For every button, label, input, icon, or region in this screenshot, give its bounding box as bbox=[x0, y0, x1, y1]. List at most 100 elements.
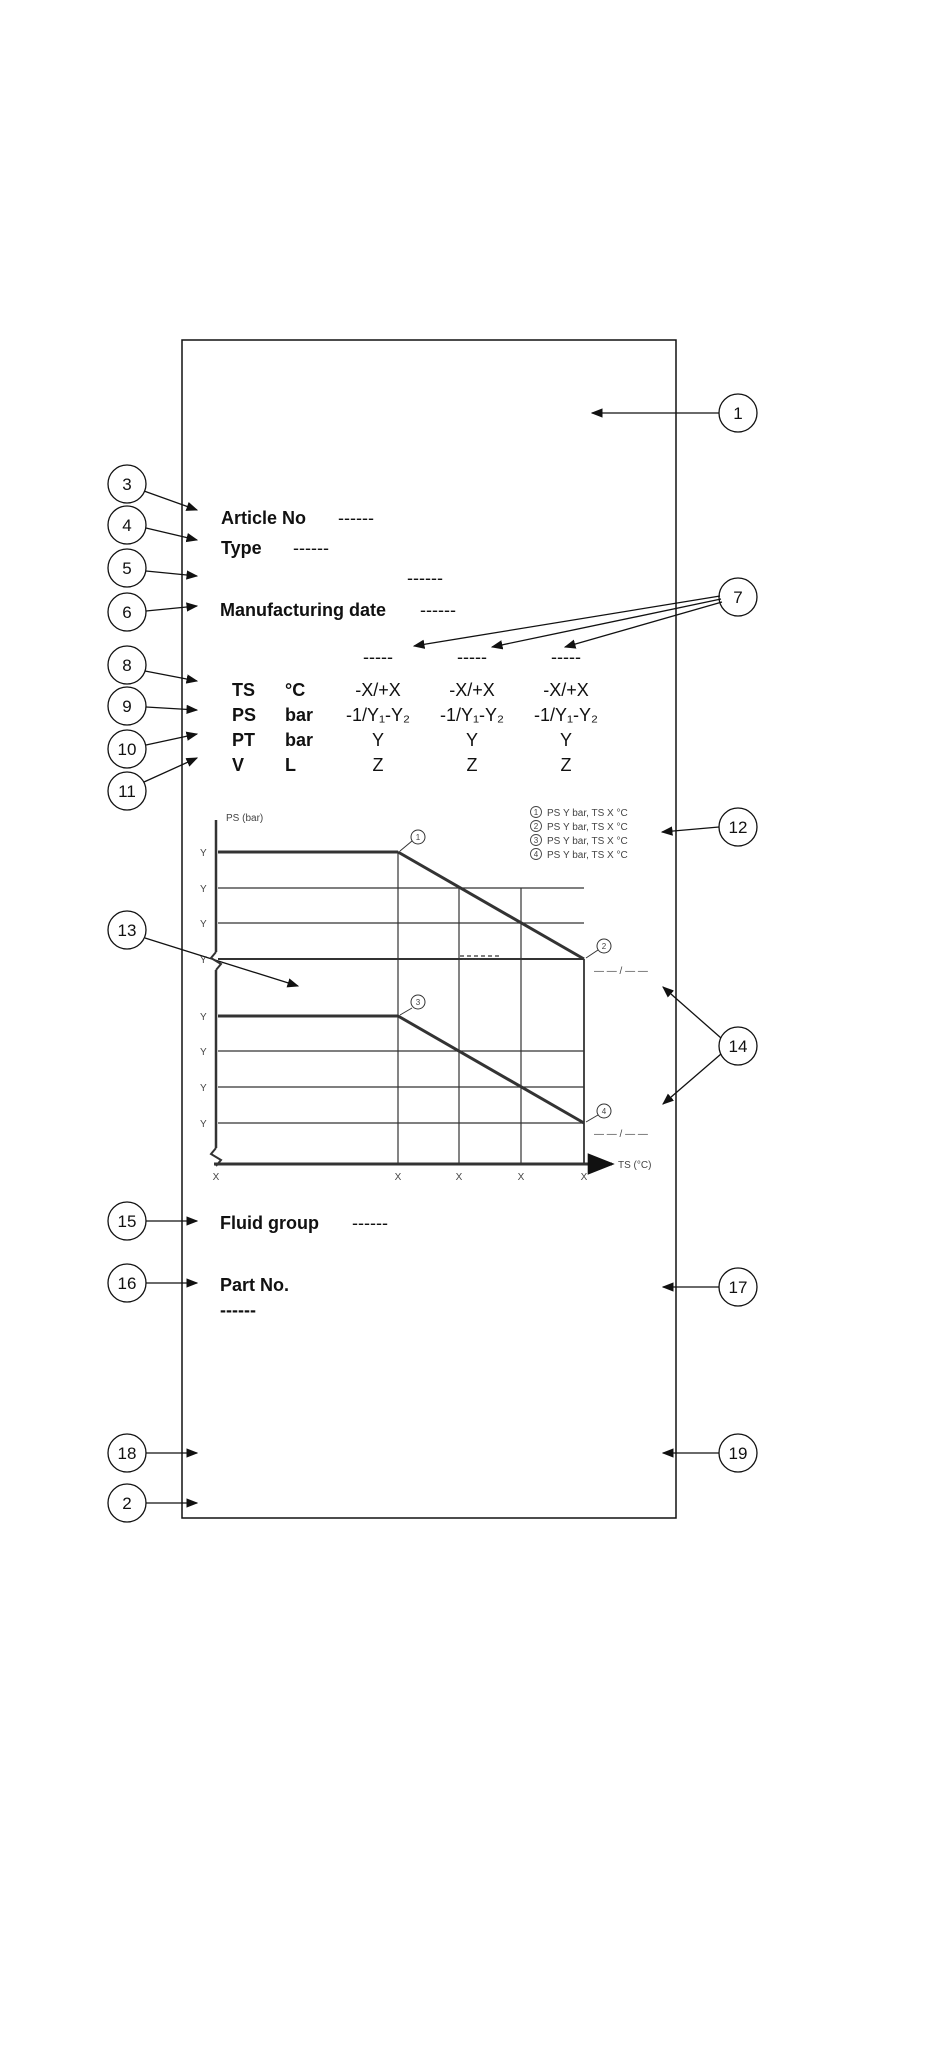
x-tick-label: X bbox=[518, 1172, 525, 1183]
point-marker bbox=[596, 938, 612, 954]
dash-label-lower: — — / — — bbox=[594, 1129, 648, 1140]
article-no-value: ------ bbox=[338, 508, 374, 528]
svg-text:16: 16 bbox=[118, 1274, 137, 1293]
nameplate-border bbox=[181, 339, 677, 1519]
legend-item: 3 PS Y bar, TS X °C bbox=[530, 834, 628, 847]
callout-10: 10 bbox=[107, 729, 199, 769]
svg-text:10: 10 bbox=[118, 740, 137, 759]
column-header: ----- bbox=[551, 647, 581, 667]
legend-item: 1 PS Y bar, TS X °C bbox=[530, 806, 628, 819]
chart-legend: 1 PS Y bar, TS X °C 2 PS Y bar, TS X °C … bbox=[530, 806, 628, 861]
callout-4: 4 bbox=[107, 505, 199, 545]
table-cell: Z bbox=[467, 755, 478, 775]
callout-11: 11 bbox=[107, 757, 199, 811]
y-tick-label: Y bbox=[200, 1083, 207, 1094]
table-cell: Y bbox=[466, 730, 478, 750]
svg-text:1: 1 bbox=[534, 808, 539, 817]
svg-text:PS Y bar, TS X °C: PS Y bar, TS X °C bbox=[547, 808, 628, 819]
svg-text:18: 18 bbox=[118, 1444, 137, 1463]
svg-text:PS Y bar, TS X °C: PS Y bar, TS X °C bbox=[547, 822, 628, 833]
row-param: V bbox=[232, 755, 244, 775]
svg-text:5: 5 bbox=[122, 559, 131, 578]
callout-5: 5 bbox=[107, 548, 199, 588]
callout-6: 6 bbox=[107, 592, 199, 632]
table-cell: -1/Y₁-Y₂ bbox=[534, 705, 598, 725]
x-tick-label: X bbox=[395, 1172, 402, 1183]
point-marker bbox=[596, 1103, 612, 1119]
fluid-group-label: Fluid group bbox=[220, 1213, 319, 1233]
row-param: PT bbox=[232, 730, 255, 750]
table-cell: Y bbox=[560, 730, 572, 750]
svg-text:12: 12 bbox=[729, 818, 748, 837]
row-unit: °C bbox=[285, 680, 305, 700]
callout-19: 19 bbox=[661, 1433, 758, 1473]
x-axis-label: TS (°C) bbox=[618, 1160, 651, 1171]
point-label: 4 bbox=[602, 1107, 607, 1116]
row-param: TS bbox=[232, 680, 255, 700]
row-unit: bar bbox=[285, 730, 313, 750]
manufacturing-date-value: ------ bbox=[420, 600, 456, 620]
callout-17: 17 bbox=[661, 1267, 758, 1307]
y-tick-label: Y bbox=[200, 919, 207, 930]
point-marker bbox=[410, 994, 426, 1010]
svg-text:2: 2 bbox=[122, 1494, 131, 1513]
y-tick-label: Y bbox=[200, 1119, 207, 1130]
row-unit: bar bbox=[285, 705, 313, 725]
svg-text:9: 9 bbox=[122, 697, 131, 716]
point-label: 1 bbox=[416, 833, 421, 842]
ratings-table: ----- ----- ----- TS °C -X/+X -X/+X -X/+… bbox=[232, 647, 598, 775]
svg-text:7: 7 bbox=[733, 588, 742, 607]
callout-3: 3 bbox=[107, 464, 199, 511]
row-param: PS bbox=[232, 705, 256, 725]
table-cell: -1/Y₁-Y₂ bbox=[440, 705, 504, 725]
dash-label-upper: — — / — — bbox=[594, 966, 648, 977]
table-cell: -X/+X bbox=[355, 680, 401, 700]
y-axis-label: PS (bar) bbox=[226, 813, 263, 824]
svg-text:11: 11 bbox=[118, 782, 136, 801]
manufacturing-date-label: Manufacturing date bbox=[220, 600, 386, 620]
lower-derating-line bbox=[397, 1014, 585, 1125]
callout-14: 14 bbox=[662, 986, 758, 1105]
part-no-value: ------ bbox=[220, 1300, 256, 1320]
table-cell: Y bbox=[372, 730, 384, 750]
svg-text:3: 3 bbox=[122, 475, 131, 494]
svg-text:14: 14 bbox=[729, 1037, 748, 1056]
line5-value: ------ bbox=[407, 568, 443, 588]
table-cell: -1/Y₁-Y₂ bbox=[346, 705, 410, 725]
upper-derating-line bbox=[397, 850, 585, 961]
svg-text:6: 6 bbox=[122, 603, 131, 622]
y-tick-label: Y bbox=[200, 955, 207, 966]
table-cell: Z bbox=[561, 755, 572, 775]
table-cell: -X/+X bbox=[449, 680, 495, 700]
y-tick-label: Y bbox=[200, 884, 207, 895]
svg-text:15: 15 bbox=[118, 1212, 137, 1231]
pt-chart bbox=[209, 820, 615, 1175]
table-cell: Z bbox=[373, 755, 384, 775]
svg-text:PS Y bar, TS X °C: PS Y bar, TS X °C bbox=[547, 850, 628, 861]
svg-text:PS Y bar, TS X °C: PS Y bar, TS X °C bbox=[547, 836, 628, 847]
svg-text:4: 4 bbox=[122, 516, 131, 535]
y-tick-label: Y bbox=[200, 1047, 207, 1058]
point-label: 3 bbox=[416, 998, 421, 1007]
y-tick-label: Y bbox=[200, 1012, 207, 1023]
callout-8: 8 bbox=[107, 645, 199, 685]
legend-item: 2 PS Y bar, TS X °C bbox=[530, 820, 628, 833]
y-tick-label: Y bbox=[200, 848, 207, 859]
legend-item: 4 PS Y bar, TS X °C bbox=[530, 848, 628, 861]
x-tick-label: X bbox=[456, 1172, 463, 1183]
svg-text:17: 17 bbox=[729, 1278, 748, 1297]
axis-break bbox=[209, 951, 223, 971]
fluid-group-value: ------ bbox=[352, 1213, 388, 1233]
callout-15: 15 bbox=[107, 1201, 199, 1241]
table-cell: -X/+X bbox=[543, 680, 589, 700]
svg-text:3: 3 bbox=[534, 836, 539, 845]
svg-text:19: 19 bbox=[729, 1444, 748, 1463]
callout-12: 12 bbox=[660, 807, 758, 847]
article-no-label: Article No bbox=[221, 508, 306, 528]
point-label: 2 bbox=[602, 942, 607, 951]
callout-2: 2 bbox=[107, 1483, 199, 1523]
column-header: ----- bbox=[363, 647, 393, 667]
svg-text:13: 13 bbox=[118, 921, 137, 940]
callout-7: 7 bbox=[412, 577, 758, 650]
svg-text:4: 4 bbox=[534, 850, 539, 859]
